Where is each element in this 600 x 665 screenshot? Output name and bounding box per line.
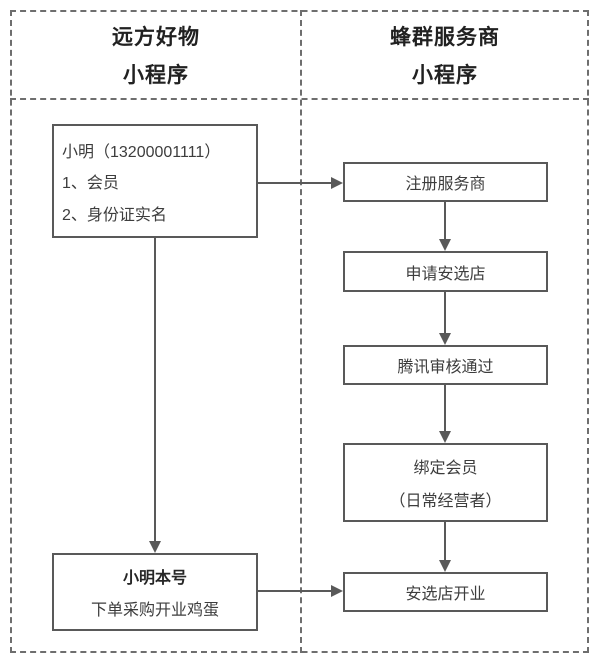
outer-dashed-frame <box>10 10 589 653</box>
member-name-phone: 小明（13200001111） <box>62 143 221 161</box>
arrow-step4-to-step5-line <box>444 522 446 561</box>
lane-header-fengqun: 蜂群服务商 小程序 <box>302 12 588 98</box>
lane-vertical-divider <box>300 10 302 653</box>
arrow-member-to-register-head <box>331 177 343 189</box>
arrow-step3-to-step4-head <box>439 431 451 443</box>
lane-header-yuanfang-line2: 小程序 <box>123 64 189 88</box>
arrow-member-to-register-line <box>258 182 332 184</box>
header-horizontal-divider <box>10 98 589 100</box>
arrow-member-to-order-head <box>149 541 161 553</box>
arrow-step2-to-step3-line <box>444 292 446 334</box>
arrow-step3-to-step4-line <box>444 385 446 432</box>
step-tencent-review-label: 腾讯审核通过 <box>397 359 494 376</box>
member-condition-1: 1、会员 <box>62 175 119 192</box>
step-box-tencent-review: 腾讯审核通过 <box>343 345 548 385</box>
step-bind-member-label: 绑定会员 <box>413 460 478 477</box>
arrow-order-to-open-head <box>331 585 343 597</box>
arrow-step1-to-step2-head <box>439 239 451 251</box>
step-register-provider-label: 注册服务商 <box>405 176 486 193</box>
step-box-register-provider: 注册服务商 <box>343 162 548 202</box>
order-box-subtitle: 下单采购开业鸡蛋 <box>90 602 219 620</box>
lane-header-yuanfang: 远方好物 小程序 <box>12 12 300 98</box>
arrow-step1-to-step2-line <box>444 202 446 240</box>
step-apply-store-label: 申请安选店 <box>405 265 486 283</box>
arrow-member-to-order-line <box>154 238 156 542</box>
arrow-step4-to-step5-head <box>439 560 451 572</box>
lane-header-fengqun-line1: 蜂群服务商 <box>390 25 500 49</box>
arrow-order-to-open-line <box>258 590 332 592</box>
step-bind-member-sublabel: （日常经营者） <box>389 493 502 510</box>
arrow-step2-to-step3-head <box>439 333 451 345</box>
step-store-open-label: 安选店开业 <box>405 586 486 603</box>
order-box: 小明本号 下单采购开业鸡蛋 <box>52 553 258 631</box>
member-info-box: 小明（13200001111） 1、会员 2、身份证实名 <box>52 124 258 238</box>
member-condition-2: 2、身份证实名 <box>62 206 167 224</box>
lane-header-fengqun-line2: 小程序 <box>412 64 478 88</box>
step-box-store-open: 安选店开业 <box>343 572 548 612</box>
order-box-title: 小明本号 <box>122 569 187 587</box>
lane-header-yuanfang-line1: 远方好物 <box>112 25 200 49</box>
step-box-apply-store: 申请安选店 <box>343 251 548 292</box>
step-box-bind-member: 绑定会员 （日常经营者） <box>343 443 548 522</box>
